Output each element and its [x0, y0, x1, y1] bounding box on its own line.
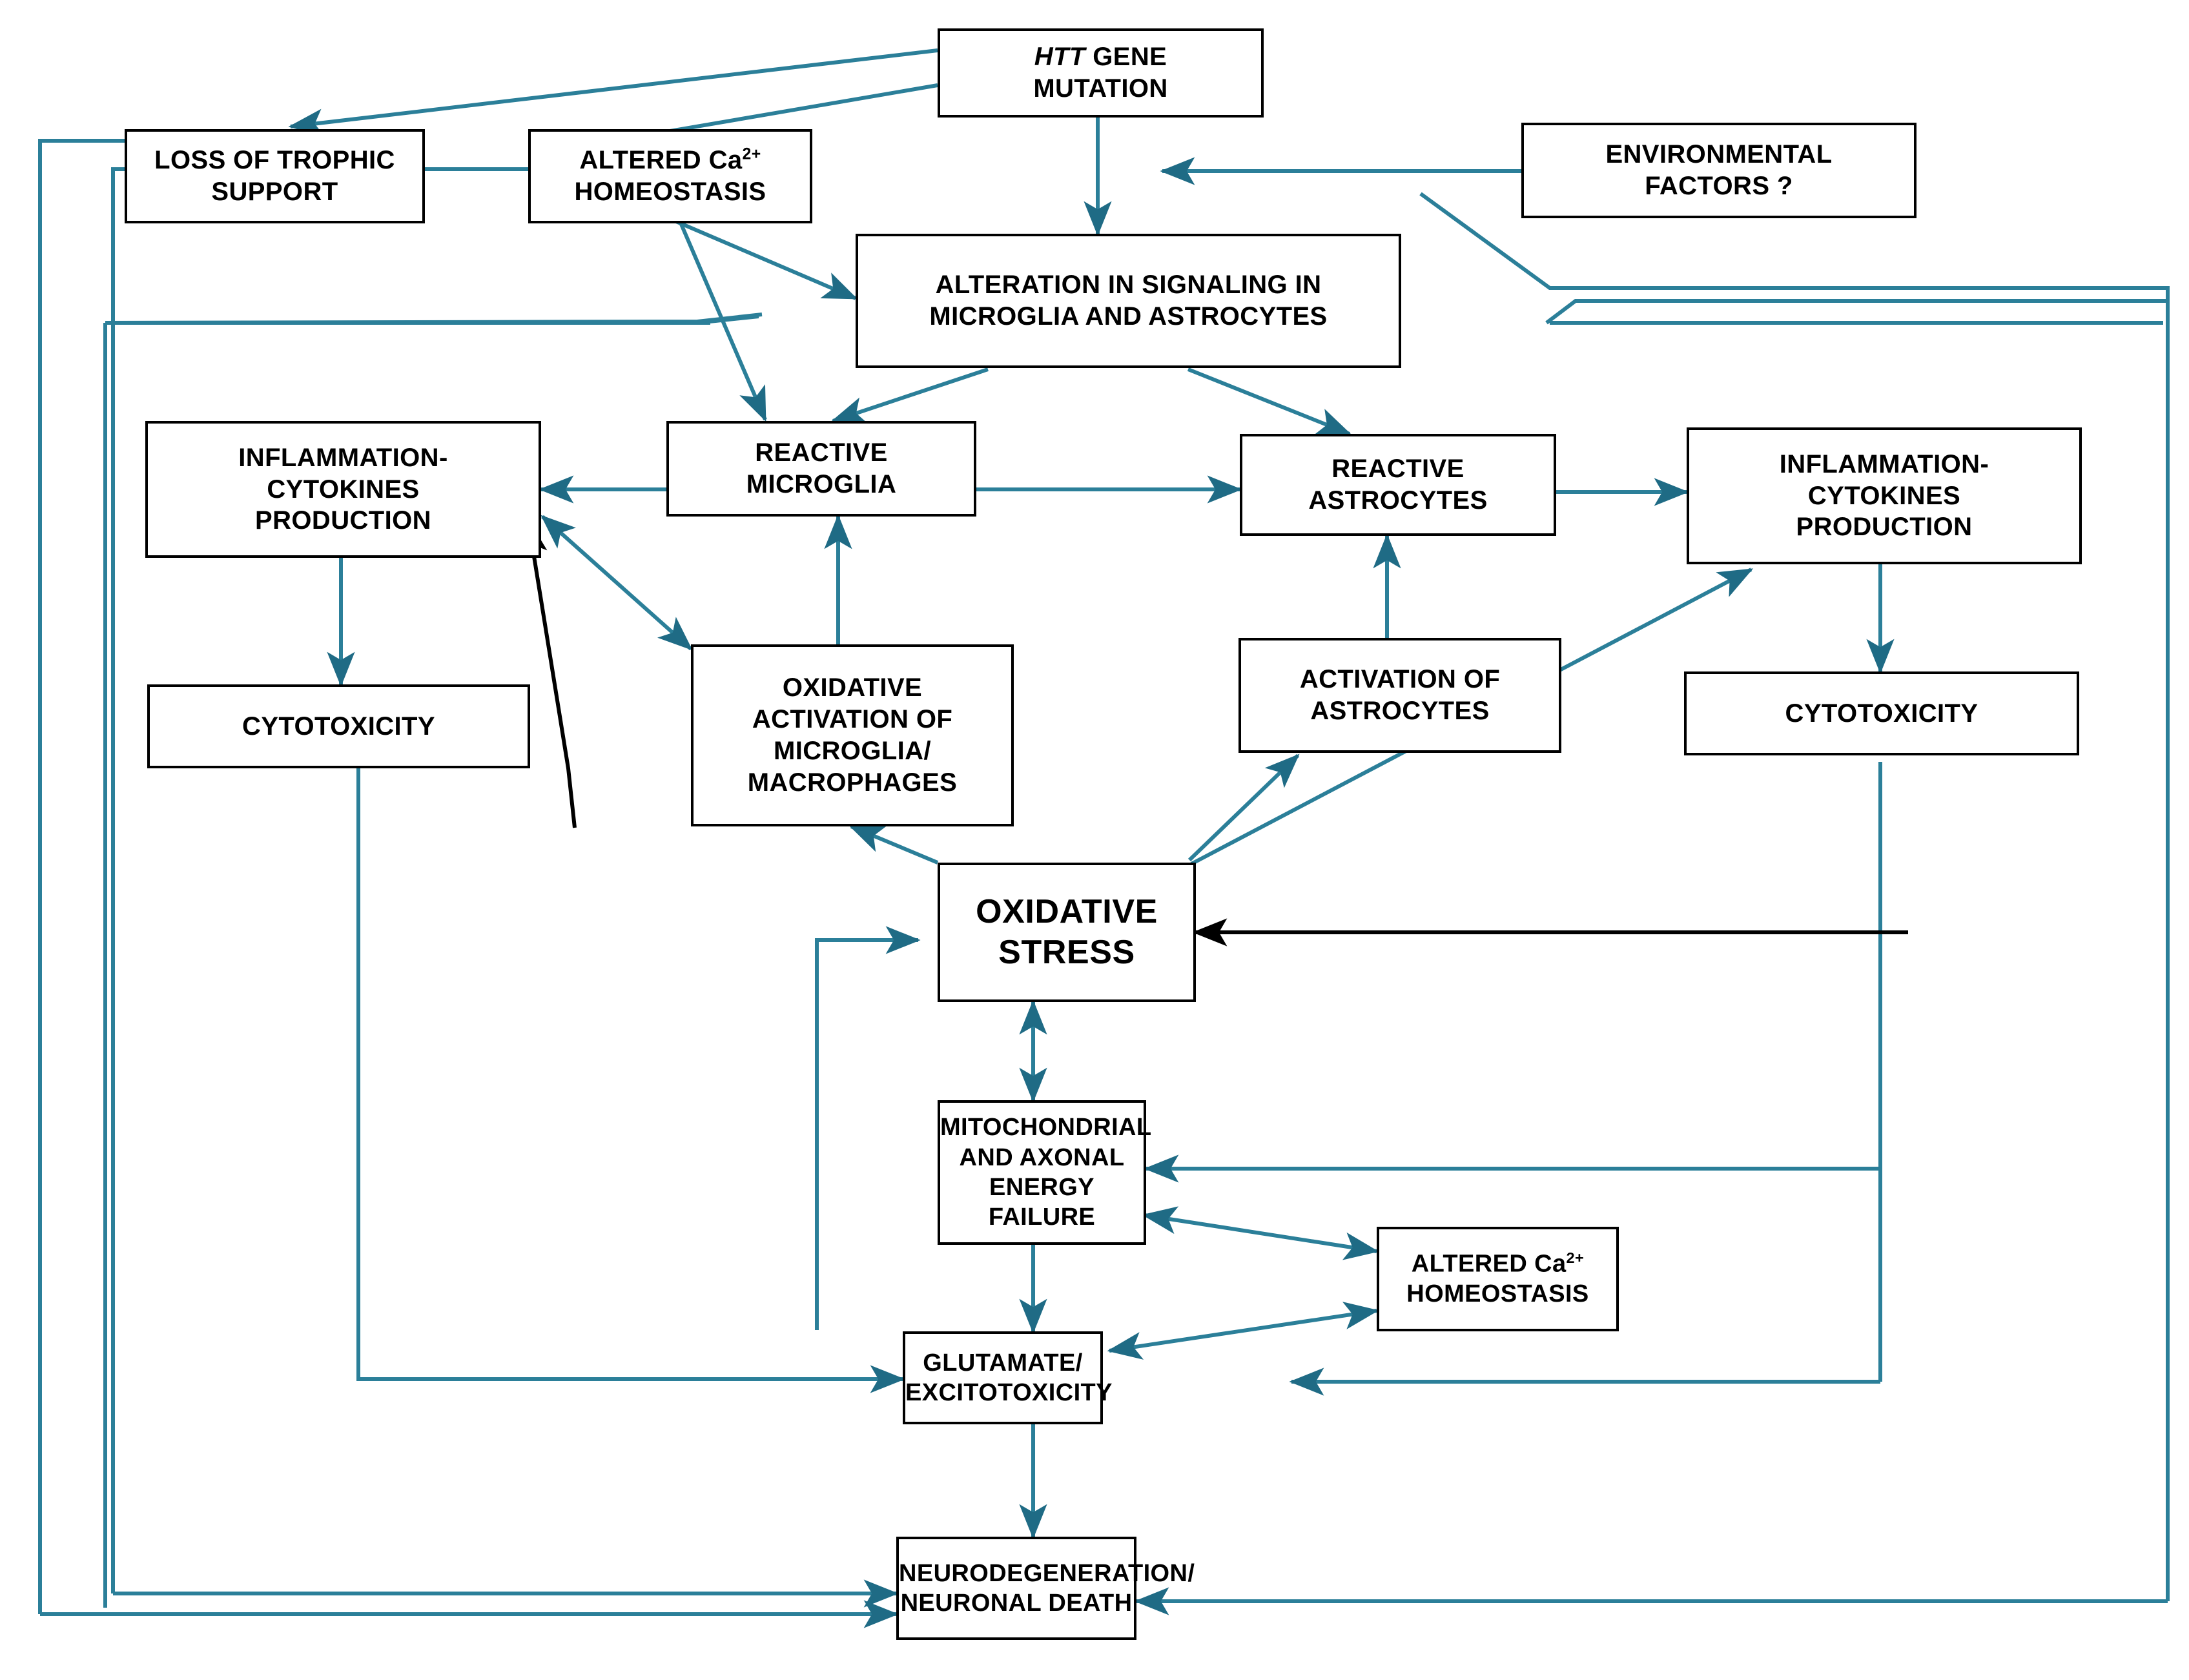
node-environmental-factors[interactable]: ENVIRONMENTAL FACTORS ? [1521, 123, 1917, 218]
activation-astrocytes-line2: ASTROCYTES [1310, 697, 1490, 725]
rail-right-outer [1419, 192, 2170, 1601]
node-reactive-astrocytes[interactable]: REACTIVE ASTROCYTES [1240, 434, 1556, 536]
edge-oxidative-activation-double-inflammation-left [540, 515, 693, 651]
inflammation-left-line3: PRODUCTION [255, 506, 431, 535]
inflammation-left-line1: INFLAMMATION- [238, 443, 448, 472]
oxidative-stress-line2: STRESS [998, 934, 1135, 971]
loss-of-trophic-support-label: LOSS OF TROPHIC SUPPORT [127, 142, 422, 210]
oxidative-activation-line4: MACROPHAGES [747, 768, 958, 797]
neurodegeneration-label: NEURODEGENERATION/ NEURONAL DEATH [892, 1556, 1195, 1621]
edge-oxidative-activation-to-inflammation-left-black [519, 518, 577, 828]
oxidative-activation-line3: MICROGLIA/ [774, 737, 931, 765]
node-cytotoxicity-right[interactable]: CYTOTOXICITY [1684, 671, 2079, 755]
inflammation-right-line1: INFLAMMATION- [1779, 449, 1989, 478]
edge-altered-ca-bottom-double-glutamate [1107, 1302, 1379, 1360]
node-alteration-in-signaling[interactable]: ALTERATION IN SIGNALING IN MICROGLIA AND… [856, 234, 1401, 368]
alteration-line1: ALTERATION IN SIGNALING IN [935, 271, 1322, 300]
mitochondrial-label: MITOCHONDRIAL AND AXONAL ENERGY FAILURE [934, 1110, 1152, 1234]
inflammation-right-line2: CYTOKINES [1807, 481, 1961, 510]
oxidative-activation-line2: ACTIVATION OF [752, 705, 953, 734]
node-reactive-microglia[interactable]: REACTIVE MICROGLIA [666, 421, 976, 517]
altered-ca-bottom-line2: HOMEOSTASIS [1406, 1280, 1589, 1308]
loss-trophic-line2: SUPPORT [211, 178, 338, 206]
frame-upper-left-diagonal [105, 312, 763, 325]
altered-ca-top-label: ALTERED Ca2+ HOMEOSTASIS [531, 142, 810, 210]
node-mitochondrial-energy-failure[interactable]: MITOCHONDRIAL AND AXONAL ENERGY FAILURE [938, 1100, 1151, 1245]
neurodegeneration-line2: NEURONAL DEATH [900, 1590, 1133, 1617]
edge-mitochondrial-double-altered-ca-bottom [1142, 1206, 1379, 1260]
htt-gene-line2: MUTATION [1033, 74, 1168, 103]
edge-htt-to-loss-of-trophic [288, 48, 938, 137]
node-altered-ca-homeostasis-bottom[interactable]: ALTERED Ca2+ HOMEOSTASIS [1377, 1227, 1619, 1331]
node-htt-gene-mutation[interactable]: HTT GENE MUTATION [938, 28, 1264, 118]
activation-astrocytes-line1: ACTIVATION OF [1299, 665, 1501, 694]
node-altered-ca-homeostasis-top[interactable]: ALTERED Ca2+ HOMEOSTASIS [528, 129, 812, 223]
altered-ca-bottom-sup: 2+ [1566, 1249, 1585, 1267]
altered-ca-bottom-label: ALTERED Ca2+ HOMEOSTASIS [1379, 1246, 1616, 1311]
reactive-astrocytes-label: REACTIVE ASTROCYTES [1242, 451, 1554, 519]
edge-oxidative-stress-to-activation-astrocytes [1187, 753, 1300, 862]
edge-alteration-to-reactive-microglia [830, 367, 989, 424]
edge-alteration-to-reactive-astrocytes [1187, 367, 1352, 436]
neurodegeneration-line1: NEURODEGENERATION/ [899, 1559, 1195, 1587]
node-inflammation-cytokines-left[interactable]: INFLAMMATION- CYTOKINES PRODUCTION [145, 421, 541, 558]
reactive-astrocytes-line2: ASTROCYTES [1308, 486, 1488, 515]
frame-upper-right-diagonal [1545, 299, 2166, 325]
edge-glutamate-to-oxidative-stress [815, 926, 921, 1330]
node-glutamate-excitotoxicity[interactable]: GLUTAMATE/ EXCITOTOXICITY [903, 1331, 1113, 1424]
environmental-line2: FACTORS ? [1645, 172, 1793, 200]
glutamate-line1: GLUTAMATE/ [923, 1349, 1083, 1377]
reactive-microglia-line1: REACTIVE [755, 438, 888, 467]
rail-left-inner-up [111, 167, 710, 1593]
edge-altered-ca-to-alteration [670, 218, 858, 300]
altered-ca-top-line2: HOMEOSTASIS [574, 178, 766, 206]
edge-cytotoxicity-left-to-glutamate [356, 768, 905, 1393]
node-loss-of-trophic-support[interactable]: LOSS OF TROPHIC SUPPORT [125, 129, 425, 223]
mitochondrial-line1: MITOCHONDRIAL [940, 1114, 1152, 1142]
inflammation-right-label: INFLAMMATION- CYTOKINES PRODUCTION [1689, 446, 2079, 546]
htt-gene-italic: HTT [1034, 43, 1085, 72]
edge-oxidative-stress-to-oxidative-activation [848, 825, 939, 865]
reactive-astrocytes-line1: REACTIVE [1331, 455, 1464, 484]
node-inflammation-cytokines-right[interactable]: INFLAMMATION- CYTOKINES PRODUCTION [1687, 427, 2082, 564]
environmental-factors-label: ENVIRONMENTAL FACTORS ? [1524, 136, 1914, 205]
inflammation-left-label: INFLAMMATION- CYTOKINES PRODUCTION [148, 440, 539, 539]
reactive-microglia-line2: MICROGLIA [746, 470, 897, 498]
altered-ca-top-sup: 2+ [742, 145, 761, 163]
oxidative-activation-line1: OXIDATIVE [782, 673, 923, 702]
node-cytotoxicity-left[interactable]: CYTOTOXICITY [147, 684, 530, 768]
glutamate-line2: EXCITOTOXICITY [905, 1379, 1113, 1406]
node-oxidative-stress[interactable]: OXIDATIVE STRESS [938, 863, 1196, 1002]
loss-trophic-line1: LOSS OF TROPHIC [154, 146, 395, 175]
environmental-line1: ENVIRONMENTAL [1605, 140, 1833, 169]
cytotoxicity-right-label: CYTOTOXICITY [1785, 699, 1978, 728]
alteration-line2: MICROGLIA AND ASTROCYTES [929, 302, 1328, 331]
activation-astrocytes-label: ACTIVATION OF ASTROCYTES [1241, 661, 1559, 730]
reactive-microglia-label: REACTIVE MICROGLIA [669, 435, 974, 503]
node-oxidative-activation-microglia[interactable]: OXIDATIVE ACTIVATION OF MICROGLIA/ MACRO… [691, 644, 1014, 826]
rail-left-outer-to-loss-trophic [38, 139, 125, 1614]
htt-gene-mutation-label: HTT GENE MUTATION [940, 39, 1261, 107]
altered-ca-bottom-pre: ALTERED Ca [1411, 1250, 1567, 1278]
oxidative-activation-label: OXIDATIVE ACTIVATION OF MICROGLIA/ MACRO… [694, 670, 1011, 801]
cytotoxicity-left-label: CYTOTOXICITY [242, 712, 435, 741]
glutamate-label: GLUTAMATE/ EXCITOTOXICITY [899, 1346, 1113, 1411]
inflammation-right-line3: PRODUCTION [1796, 513, 1973, 542]
node-neurodegeneration[interactable]: NEURODEGENERATION/ NEURONAL DEATH [896, 1537, 1195, 1640]
mitochondrial-line2: AND AXONAL [959, 1143, 1125, 1171]
mitochondrial-line3: ENERGY FAILURE [988, 1174, 1096, 1231]
inflammation-left-line2: CYTOKINES [267, 475, 420, 504]
node-activation-of-astrocytes[interactable]: ACTIVATION OF ASTROCYTES [1238, 638, 1561, 753]
oxidative-stress-line1: OXIDATIVE [976, 892, 1158, 930]
altered-ca-top-pre: ALTERED Ca [579, 146, 743, 175]
alteration-signaling-label: ALTERATION IN SIGNALING IN MICROGLIA AND… [858, 267, 1399, 335]
htt-gene-rest: GENE [1085, 43, 1167, 72]
oxidative-stress-label: OXIDATIVE STRESS [940, 889, 1193, 976]
